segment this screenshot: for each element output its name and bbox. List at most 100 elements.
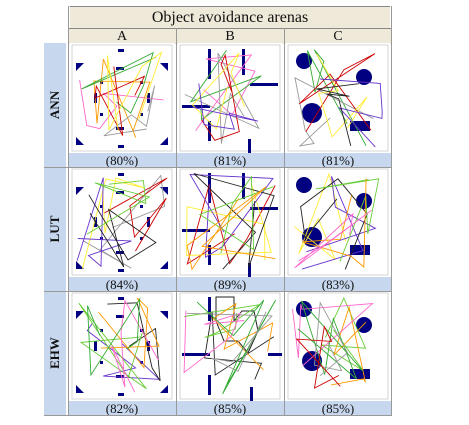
figure-title: Object avoidance arenas <box>70 6 390 30</box>
robot-trajectory <box>107 302 161 382</box>
round-obstacle <box>296 53 312 69</box>
robot-trajectory <box>204 311 275 380</box>
robot-trajectory <box>294 172 347 260</box>
corner-obstacle <box>76 311 84 319</box>
block-obstacle <box>118 173 124 176</box>
block-obstacle <box>140 113 143 116</box>
score-ehw-c: (85%) <box>284 401 392 416</box>
block-obstacle <box>118 49 124 52</box>
robot-trajectory <box>189 174 274 259</box>
arena-lut-b <box>178 167 282 277</box>
robot-trajectory <box>196 299 276 395</box>
robot-trajectory <box>320 78 383 148</box>
robot-trajectory <box>300 178 368 270</box>
wall-obstacle <box>248 139 251 153</box>
grid-line <box>284 28 285 416</box>
score-lut-c: (83%) <box>284 277 392 292</box>
score-ann-b: (81%) <box>176 153 284 168</box>
robot-trajectory <box>104 177 168 252</box>
wall-obstacle <box>250 207 278 210</box>
row-header-lut: LUT <box>44 167 66 291</box>
robot-trajectory <box>294 209 372 269</box>
wall-obstacle <box>250 387 253 401</box>
robot-trajectory <box>321 297 367 371</box>
corner-obstacle <box>160 261 168 269</box>
robot-trajectory <box>76 177 132 268</box>
column-header-b: B <box>176 28 284 44</box>
robot-trajectory <box>198 175 274 254</box>
arena-ehw-a <box>70 291 174 401</box>
robot-trajectory <box>186 183 272 261</box>
row-label-lut: LUT <box>47 215 62 243</box>
bar-obstacle <box>94 341 97 351</box>
robot-trajectory <box>86 323 161 380</box>
score-lut-b: (89%) <box>176 277 284 292</box>
robot-trajectory <box>295 325 341 389</box>
block-obstacle <box>118 393 124 396</box>
block-obstacle <box>140 205 143 208</box>
robot-trajectory <box>314 301 349 377</box>
row-header-ann: ANN <box>44 43 66 167</box>
wall-obstacle <box>182 353 210 356</box>
round-obstacle <box>356 69 372 85</box>
bar-obstacle <box>116 375 124 378</box>
box-obstacle <box>350 369 370 379</box>
robot-trajectory <box>189 50 262 121</box>
robot-trajectory <box>88 194 157 268</box>
bar-obstacle <box>116 315 124 318</box>
arena-ehw-c <box>286 291 390 401</box>
grid-line <box>391 6 392 416</box>
robot-trajectory <box>191 52 245 130</box>
robot-trajectory <box>301 176 377 270</box>
robot-trajectory <box>201 53 240 141</box>
grid-line <box>176 28 177 416</box>
robot-trajectory <box>86 180 151 235</box>
row-label-ehw: EHW <box>47 337 62 369</box>
score-lut-a: (84%) <box>68 277 176 292</box>
robot-trajectory <box>103 85 156 137</box>
score-ehw-b: (85%) <box>176 401 284 416</box>
robot-trajectory <box>186 186 276 271</box>
block-obstacle <box>100 113 103 116</box>
arena-ann-a <box>70 43 174 153</box>
robot-trajectory <box>192 83 259 130</box>
bar-obstacle <box>147 217 150 227</box>
column-header-c: C <box>284 28 392 44</box>
score-ehw-a: (82%) <box>68 401 176 416</box>
robot-trajectory <box>106 51 163 131</box>
arena-ehw-b <box>178 291 282 401</box>
corner-obstacle <box>160 385 168 393</box>
robot-trajectory <box>315 178 380 262</box>
column-header-a: A <box>68 28 176 44</box>
block-obstacle <box>118 269 124 272</box>
bar-obstacle <box>147 341 150 351</box>
robot-trajectory <box>111 299 159 393</box>
block-obstacle <box>140 237 143 240</box>
bar-obstacle <box>116 191 124 194</box>
wall-obstacle <box>208 297 211 321</box>
block-obstacle <box>100 205 103 208</box>
corner-obstacle <box>160 63 168 71</box>
block-obstacle <box>118 145 124 148</box>
grid-line <box>44 415 392 416</box>
corner-obstacle <box>76 261 84 269</box>
robot-trajectory <box>98 297 160 369</box>
arena-lut-a <box>70 167 174 277</box>
corner-obstacle <box>76 187 84 195</box>
corner-obstacle <box>76 137 84 145</box>
corner-obstacle <box>76 63 84 71</box>
row-header-ehw: EHW <box>44 291 66 415</box>
arena-ann-c <box>286 43 390 153</box>
wall-obstacle <box>242 173 245 199</box>
robot-trajectory <box>78 302 147 390</box>
robot-trajectory <box>331 305 367 386</box>
bar-obstacle <box>116 67 124 70</box>
robot-trajectory <box>186 311 273 373</box>
block-obstacle <box>118 297 124 300</box>
robot-trajectory <box>294 76 374 147</box>
wall-obstacle <box>182 105 210 108</box>
arena-lut-c <box>286 167 390 277</box>
robot-trajectory <box>316 53 368 138</box>
box-obstacle <box>350 121 370 131</box>
wall-obstacle <box>250 83 278 86</box>
